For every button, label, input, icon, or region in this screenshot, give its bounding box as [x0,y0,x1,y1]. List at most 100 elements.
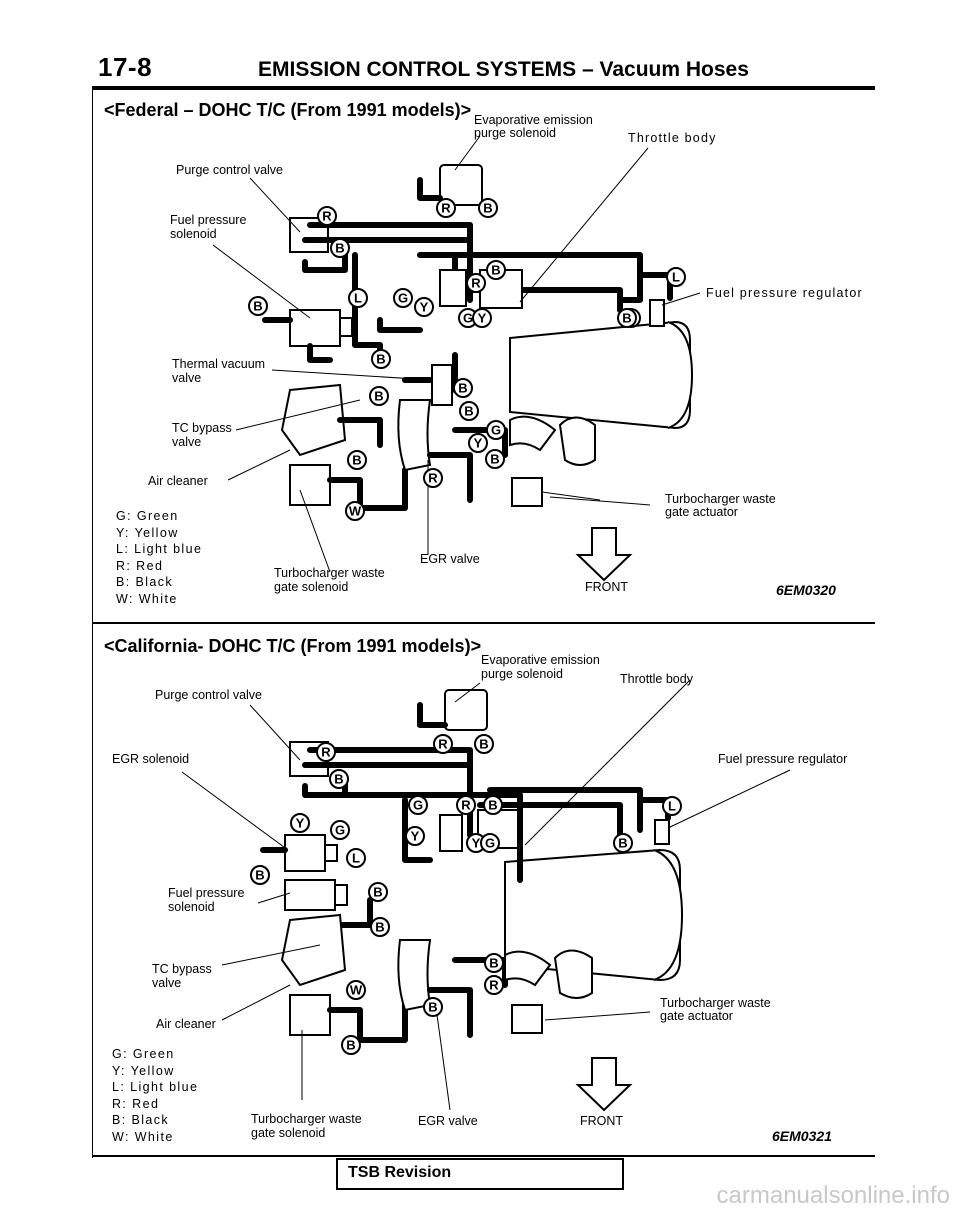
svg-text:R: R [461,798,471,813]
legend-entry: L: Light blue [112,1080,199,1094]
california-label-fpr: Fuel pressure regulator [718,752,848,766]
federal-hose-tag: B [617,308,637,328]
svg-text:B: B [374,389,383,404]
federal-label-tvv-2: valve [172,371,202,385]
federal-label-air: Air cleaner [148,474,208,488]
california-label-twga-1: Turbocharger waste [660,996,771,1010]
federal-label-twga-2: gate actuator [665,505,738,519]
california-label-evap-2: purge solenoid [481,667,564,681]
federal-hose-tag: B [485,449,505,469]
california-hose-tag: B [368,882,388,902]
svg-text:R: R [321,745,331,760]
federal-hose-tag: B [459,401,479,421]
svg-text:L: L [354,291,362,306]
svg-text:G: G [485,836,495,851]
california-label-front: FRONT [580,1114,624,1128]
svg-text:B: B [618,836,627,851]
california-hose-tag: R [433,734,453,754]
svg-text:R: R [428,471,438,486]
federal-hose-tag: G [486,420,506,440]
federal-label-evap-1: Evaporative emission [474,113,593,127]
legend-entry: Y: Yellow [116,525,179,540]
california-hose-tag: G [408,795,428,815]
svg-text:B: B [376,352,385,367]
svg-text:G: G [463,311,473,326]
svg-text:B: B [346,1038,355,1053]
federal-hose-tag: Y [468,433,488,453]
legend-entry: G: Green [112,1047,175,1061]
california-label-twgs-1: Turbocharger waste [251,1112,362,1126]
california-label-twga-2: gate actuator [660,1009,733,1023]
svg-text:B: B [491,263,500,278]
federal-label-evap-2: purge solenoid [474,126,557,140]
federal-hose-tag: B [369,386,389,406]
svg-text:Y: Y [474,436,483,451]
svg-text:Y: Y [411,829,420,844]
california-color-legend: G: Green Y: Yellow L: Light blue R: Red … [112,1046,198,1145]
svg-text:L: L [352,851,360,866]
california-hose-tag: R [316,742,336,762]
svg-text:Y: Y [296,816,305,831]
california-label-air: Air cleaner [156,1017,216,1031]
california-hose-tag: L [346,848,366,868]
svg-text:B: B [479,737,488,752]
watermark: carmanualsonline.info [716,1182,950,1209]
federal-leaders [212,135,701,573]
federal-hose-tag: R [466,273,486,293]
california-hose-tag: L [662,796,682,816]
california-label-fps-2: solenoid [168,900,215,914]
svg-text:B: B [335,241,344,256]
federal-hose-tag: W [345,501,365,521]
california-label-tcb-1: TC bypass [152,962,212,976]
california-section-title: <California- DOHC T/C (From 1991 models)… [104,636,482,656]
federal-label-throttle: Throttle body [628,131,717,145]
california-hose-tag: R [484,975,504,995]
tsb-revision-box [336,1158,624,1190]
federal-hose-tag: Y [414,297,434,317]
california-label-throttle: Throttle body [620,672,693,686]
california-hose-tag: Y [405,826,425,846]
svg-text:B: B [622,311,631,326]
svg-text:L: L [668,799,676,814]
legend-entry: Y: Yellow [112,1063,175,1078]
california-label-tcb-2: valve [152,976,182,990]
legend-entry: R: Red [112,1096,160,1111]
svg-text:R: R [438,737,448,752]
header-rule [92,86,875,90]
federal-hose-tag: G [393,288,413,308]
california-hose-tag: B [370,917,390,937]
california-label-fps-1: Fuel pressure [168,886,245,900]
federal-hose-tag: G [458,308,478,328]
california-label-egr-sol: EGR solenoid [112,752,190,766]
federal-diagram-art [262,164,694,582]
legend-entry: R: Red [116,558,164,573]
svg-text:W: W [350,983,363,998]
svg-text:Y: Y [420,300,429,315]
legend-entry: W: White [112,1129,174,1144]
california-label-twgs-2: gate solenoid [251,1126,326,1140]
federal-label-egr: EGR valve [420,552,480,566]
page-title: EMISSION CONTROL SYSTEMS – Vacuum Hoses [258,58,749,81]
section-divider [92,622,875,624]
legend-entry: G: Green [116,509,179,523]
federal-hose-tag: B [453,378,473,398]
federal-label-tvv-1: Thermal vacuum [172,357,266,371]
california-leaders [181,679,791,1111]
svg-text:B: B [428,1000,437,1015]
california-hose-tag: B [484,953,504,973]
federal-color-legend: G: Green Y: Yellow L: Light blue R: Red … [116,508,202,607]
svg-text:B: B [352,453,361,468]
svg-text:Y: Y [478,311,487,326]
california-hose-tag: B [329,769,349,789]
california-hose-tag: B [250,865,270,885]
footer-rule [92,1155,875,1157]
svg-text:B: B [255,868,264,883]
federal-label-fpr: Fuel pressure regulator [706,286,863,300]
california-label-egr: EGR valve [418,1114,478,1128]
svg-text:G: G [398,291,408,306]
svg-text:Y: Y [472,836,481,851]
svg-text:R: R [489,978,499,993]
california-hose-tag: R [456,795,476,815]
federal-figure-code: 6EM0320 [776,582,836,598]
